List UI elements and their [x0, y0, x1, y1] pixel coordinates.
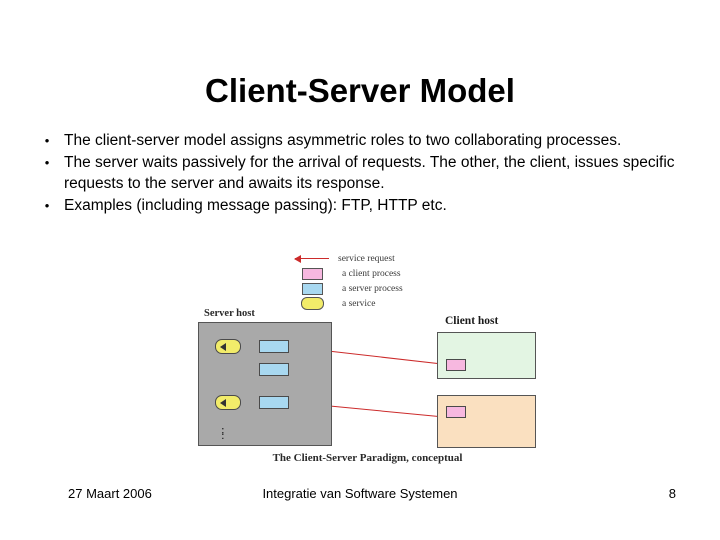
footer-page-number: 8: [668, 486, 676, 501]
client-host-label: Client host: [445, 315, 499, 327]
legend-item-service-request: service request: [294, 252, 395, 265]
ellipsis-icon: ::: [221, 423, 225, 442]
bullet-marker-icon: •: [44, 198, 50, 213]
bullet-marker-icon: •: [44, 133, 50, 148]
page-title: Client-Server Model: [205, 72, 515, 109]
legend-label: a server process: [342, 283, 403, 294]
slide-footer: 27 Maart 2006 Integratie van Software Sy…: [0, 486, 720, 516]
server-process-icon: [259, 363, 289, 376]
arrow-icon: [294, 254, 329, 263]
diagram-legend: service request a client process a serve…: [294, 252, 545, 310]
footer-subject: Integratie van Software Systemen: [262, 486, 458, 501]
blue-square-icon: [302, 282, 323, 295]
service-icon: [215, 339, 241, 354]
yellow-rounded-icon: [301, 297, 324, 310]
legend-label: a client process: [342, 268, 401, 279]
legend-label: a service: [342, 298, 376, 309]
legend-item-client-process: a client process: [302, 267, 401, 280]
server-host-label: Server host: [204, 308, 255, 319]
footer-date: 27 Maart 2006: [68, 486, 152, 501]
client-process-icon: [446, 406, 466, 418]
client-host-box-orange: [437, 395, 536, 448]
client-host-box-green: [437, 332, 536, 379]
legend-item-service: a service: [301, 297, 376, 310]
list-item: • The client-server model assigns asymme…: [30, 130, 690, 151]
service-icon: [215, 395, 241, 410]
legend-label: service request: [338, 253, 395, 264]
client-process-icon: [446, 359, 466, 371]
pink-square-icon: [302, 267, 323, 280]
bullet-list: • The client-server model assigns asymme…: [30, 130, 690, 217]
legend-item-server-process: a server process: [302, 282, 403, 295]
bullet-text: The server waits passively for the arriv…: [64, 154, 675, 192]
figure-caption: The Client-Server Paradigm, conceptual: [272, 452, 463, 464]
server-host-box: ::: [198, 322, 332, 446]
server-process-icon: [259, 396, 289, 409]
bullet-text: Examples (including message passing): FT…: [64, 197, 447, 214]
client-server-diagram: service request a client process a serve…: [190, 252, 545, 474]
list-item: • The server waits passively for the arr…: [30, 152, 690, 194]
bullet-text: The client-server model assigns asymmetr…: [64, 132, 622, 149]
server-process-icon: [259, 340, 289, 353]
bullet-marker-icon: •: [44, 155, 50, 170]
list-item: • Examples (including message passing): …: [30, 195, 690, 216]
